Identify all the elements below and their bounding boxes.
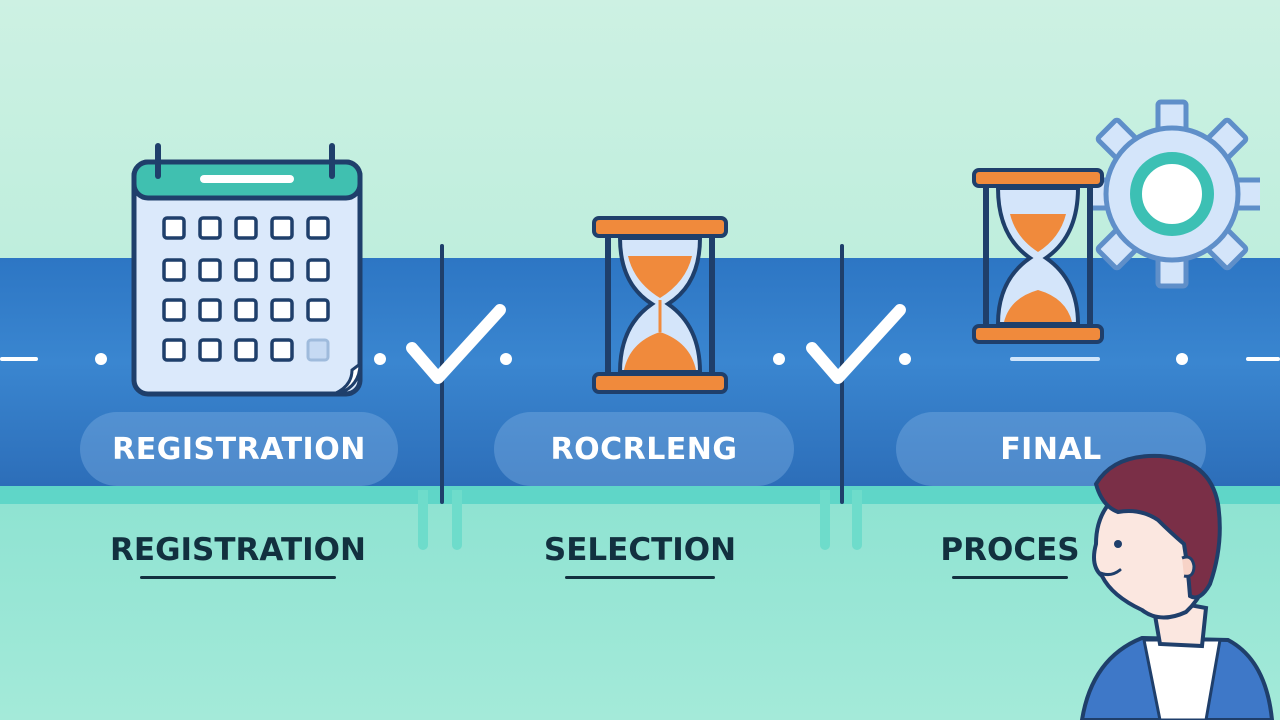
person-illustration bbox=[1079, 453, 1275, 720]
stage-pill-1: REGISTRATION bbox=[80, 412, 398, 486]
band-edge bbox=[0, 486, 1280, 504]
caption-underline bbox=[565, 576, 715, 579]
hourglass-icon bbox=[972, 168, 1104, 344]
stage-caption-text: SELECTION bbox=[543, 532, 737, 568]
check-icon bbox=[806, 304, 906, 384]
calendar-icon bbox=[131, 143, 363, 397]
lower-panel bbox=[0, 504, 1280, 720]
gear-icon bbox=[1088, 99, 1260, 289]
drip-2 bbox=[452, 490, 462, 550]
stage-pill-label: ROCRLENG bbox=[550, 431, 738, 467]
drip-1 bbox=[418, 490, 428, 550]
timeline-track bbox=[0, 353, 1280, 365]
caption-underline bbox=[952, 576, 1068, 579]
hourglass-icon bbox=[592, 216, 728, 394]
stage-pill-label: FINAL bbox=[1000, 431, 1102, 467]
check-icon bbox=[406, 304, 506, 384]
drip-4 bbox=[852, 490, 862, 550]
caption-underline bbox=[140, 576, 336, 579]
stage-pill-label: REGISTRATION bbox=[112, 431, 366, 467]
drip-3 bbox=[820, 490, 830, 550]
stage-caption-1: REGISTRATION bbox=[98, 532, 378, 579]
stage-caption-3: PROCES bbox=[920, 532, 1100, 579]
stage-caption-2: SELECTION bbox=[520, 532, 760, 579]
stage-caption-text: PROCES bbox=[940, 532, 1080, 568]
stage-caption-text: REGISTRATION bbox=[110, 532, 366, 568]
stage-pill-2: ROCRLENG bbox=[494, 412, 794, 486]
